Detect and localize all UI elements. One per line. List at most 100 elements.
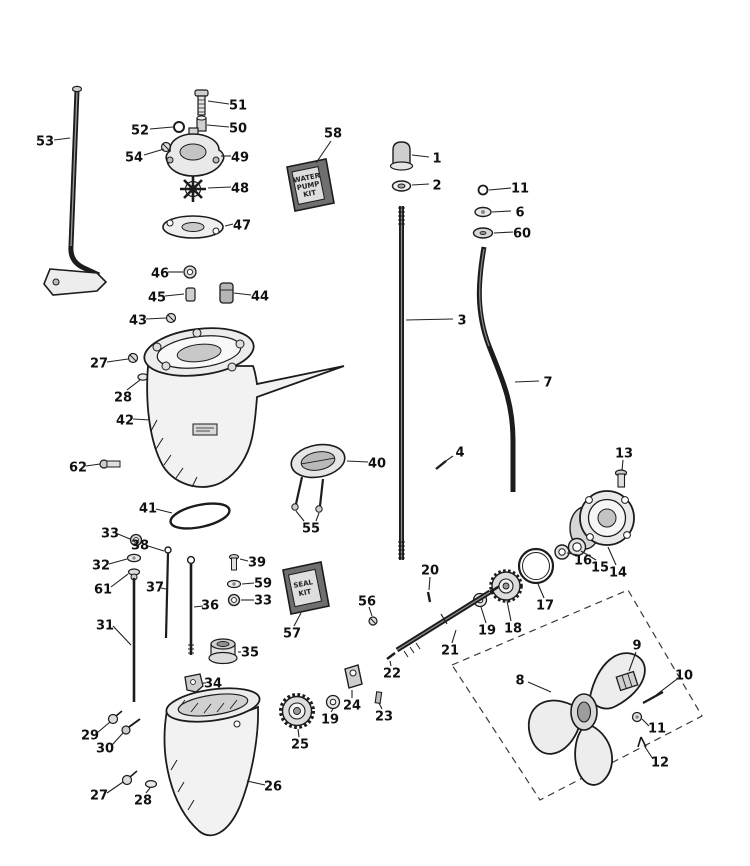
part-17-oring xyxy=(517,547,555,585)
leader-line-56 xyxy=(368,606,373,617)
callout-36: 36 xyxy=(201,599,219,614)
callout-59: 59 xyxy=(254,577,272,592)
leader-line-19 xyxy=(330,708,334,713)
callout-1: 1 xyxy=(432,152,441,167)
part-26-lower-housing xyxy=(163,687,261,837)
part-11-washer-prop xyxy=(631,711,643,723)
callout-39: 39 xyxy=(248,556,266,571)
kit58-line3: KIT xyxy=(303,189,317,199)
part-51-bolt xyxy=(194,89,209,116)
leader-line-31 xyxy=(112,625,132,646)
callout-9: 9 xyxy=(632,639,641,654)
leader-line-15 xyxy=(580,550,597,561)
leader-line-10 xyxy=(655,678,678,696)
leader-line-17 xyxy=(537,583,545,599)
leader-line-48 xyxy=(207,186,232,189)
callout-33: 33 xyxy=(101,527,119,542)
callout-41: 41 xyxy=(139,502,157,517)
callout-28: 28 xyxy=(114,391,132,406)
leader-line-8 xyxy=(527,681,552,693)
part-3-driveshaft xyxy=(398,206,405,560)
leader-line-4 xyxy=(442,455,454,464)
callout-48: 48 xyxy=(231,182,249,197)
callout-14: 14 xyxy=(609,566,627,581)
part-25-gear xyxy=(279,693,315,729)
part-32-washer xyxy=(126,553,142,563)
callout-26: 26 xyxy=(264,780,282,795)
kit57-line1: SEAL xyxy=(293,578,314,590)
part-35-bushing xyxy=(208,638,238,665)
leader-line-55 xyxy=(295,510,305,522)
part-53-shift-handle xyxy=(43,85,108,296)
callout-30: 30 xyxy=(96,742,114,757)
callout-56: 56 xyxy=(358,595,376,610)
leader-line-39 xyxy=(239,558,249,562)
part-27-screw-lower xyxy=(121,770,138,786)
leader-line-3 xyxy=(405,318,454,321)
callout-16: 16 xyxy=(574,554,592,569)
leader-line-57 xyxy=(293,612,302,627)
part-18-gear xyxy=(489,569,523,603)
part-33-nut-mid xyxy=(227,593,241,607)
leader-line-23 xyxy=(378,702,383,710)
callout-55: 55 xyxy=(302,522,320,537)
part-45-key xyxy=(185,287,196,302)
leader-line-27 xyxy=(106,358,129,363)
callout-7: 7 xyxy=(543,376,552,391)
leader-line-22 xyxy=(389,660,392,667)
callout-25: 25 xyxy=(291,738,309,753)
callout-22: 22 xyxy=(383,667,401,682)
callout-38: 38 xyxy=(131,539,149,554)
propeller-boundary xyxy=(451,589,703,801)
part-52-clip xyxy=(173,121,185,133)
part-20-pin xyxy=(426,591,432,603)
callout-2: 2 xyxy=(432,179,441,194)
callout-45: 45 xyxy=(148,291,166,306)
part-1-water-slinger xyxy=(389,141,414,171)
leader-line-62 xyxy=(85,463,101,467)
callout-28: 28 xyxy=(134,794,152,809)
part-55-stud-left xyxy=(294,476,304,505)
callout-8: 8 xyxy=(515,674,524,689)
part-56-screw xyxy=(368,616,378,626)
leader-line-59 xyxy=(241,582,255,585)
callout-17: 17 xyxy=(536,599,554,614)
callout-49: 49 xyxy=(231,151,249,166)
callout-43: 43 xyxy=(129,314,147,329)
leader-line-33 xyxy=(117,533,131,540)
leader-line-25 xyxy=(297,728,300,738)
part-36-rod xyxy=(186,555,196,655)
callout-11: 11 xyxy=(511,182,529,197)
callout-31: 31 xyxy=(96,619,114,634)
callout-37: 37 xyxy=(146,581,164,596)
callout-57: 57 xyxy=(283,627,301,642)
part-11-ring xyxy=(477,184,489,196)
leader-line-40 xyxy=(346,460,369,463)
leader-line-53 xyxy=(53,137,71,141)
part-44-grommet xyxy=(219,282,234,304)
leader-line-28 xyxy=(126,379,141,391)
leader-line-2 xyxy=(411,183,430,186)
leader-line-11 xyxy=(488,187,512,191)
part-46-nut xyxy=(183,265,197,279)
leader-line-36 xyxy=(193,605,204,608)
part-28-washer-lower xyxy=(144,779,158,788)
callout-53: 53 xyxy=(36,135,54,150)
callout-27: 27 xyxy=(90,357,108,372)
callout-34: 34 xyxy=(204,677,222,692)
leader-line-9 xyxy=(628,651,637,672)
leader-line-14 xyxy=(607,546,617,566)
part-2-seal xyxy=(391,180,412,192)
part-30-bolt xyxy=(121,718,141,735)
part-33-nut-left xyxy=(129,533,143,547)
callout-35: 35 xyxy=(241,646,259,661)
callout-42: 42 xyxy=(116,414,134,429)
leader-line-51 xyxy=(207,100,230,105)
callout-21: 21 xyxy=(441,644,459,659)
callout-27: 27 xyxy=(90,789,108,804)
callout-40: 40 xyxy=(368,457,386,472)
callout-61: 61 xyxy=(94,583,112,598)
